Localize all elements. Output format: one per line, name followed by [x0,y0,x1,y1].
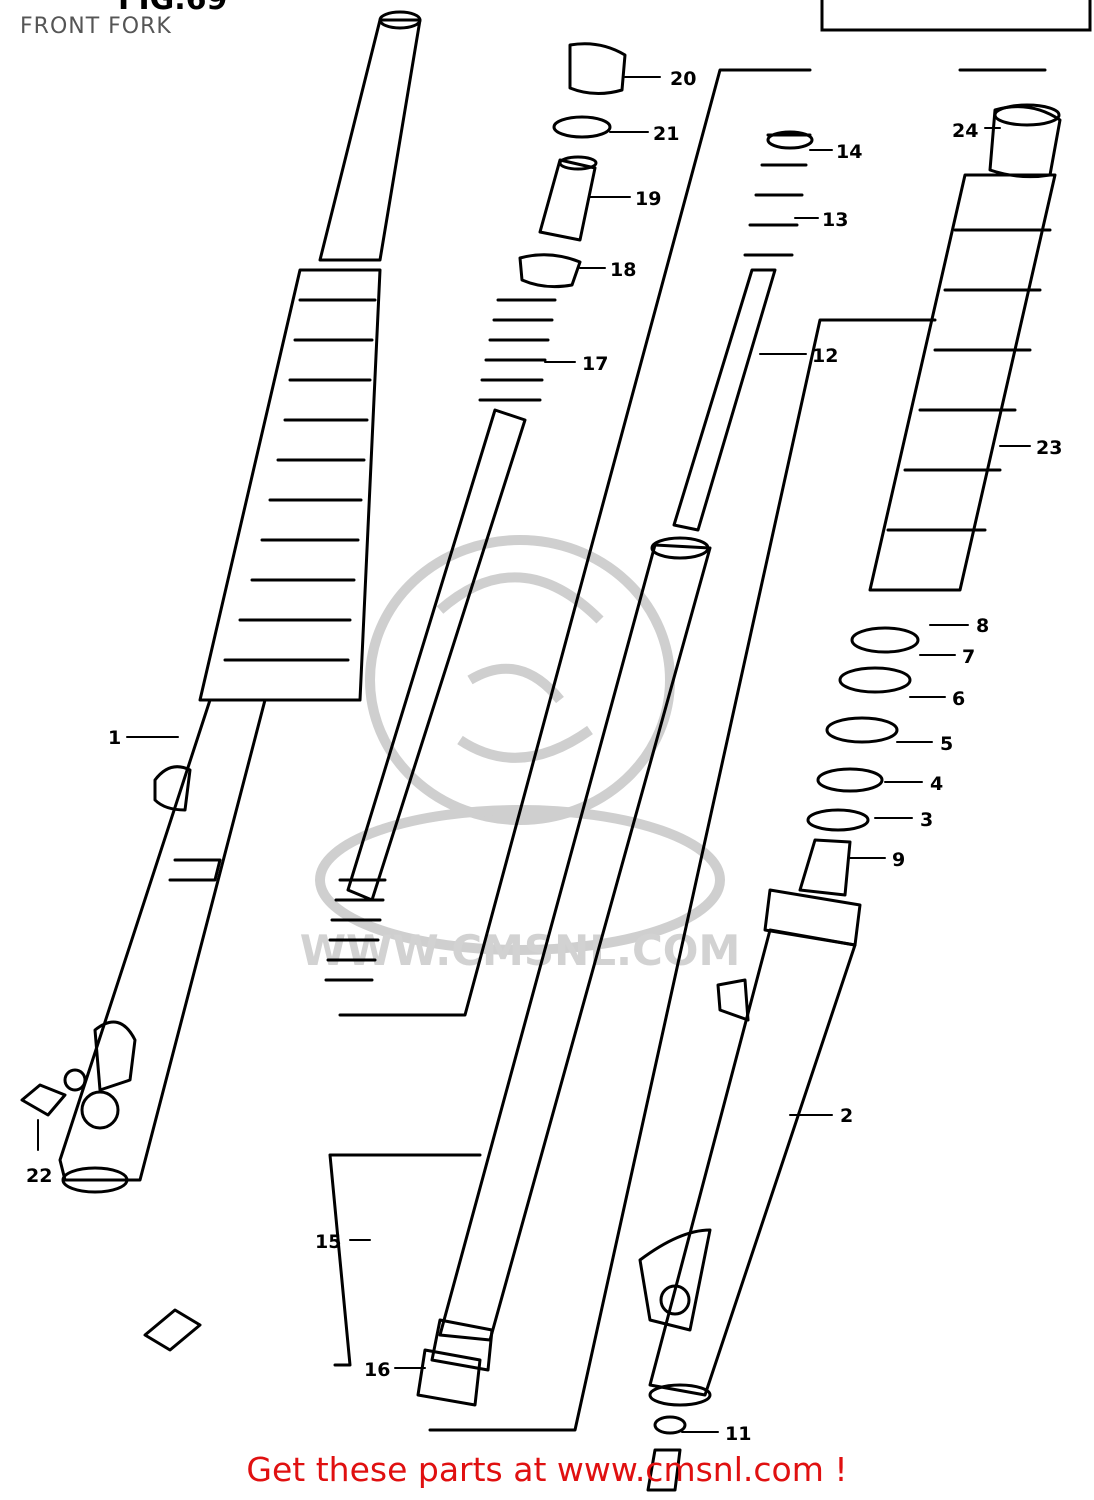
left-fork-assembly [58,10,422,1194]
page-title: FRONT FORK [20,14,172,39]
callout-6: 6 [952,688,965,710]
frame-box [820,0,1092,32]
watermark-text: WWW.CMSNL.COM [300,926,741,975]
right-fork-assembly [638,68,1062,1492]
callout-11: 11 [725,1423,751,1445]
callout-1: 1 [108,727,121,749]
callout-20: 20 [670,68,696,90]
callout-22: 22 [26,1165,52,1187]
cms-watermark [315,535,725,955]
callout-17: 17 [582,353,608,375]
callout-9: 9 [892,849,905,871]
callout-14: 14 [836,141,862,163]
bolt-22 [20,1083,67,1117]
callout-23: 23 [1036,437,1062,459]
callout-18: 18 [610,259,636,281]
damper-rod-assembly [324,42,812,1017]
figure-heading: FIG.69 [118,0,227,17]
callout-12: 12 [812,345,838,367]
callout-16: 16 [364,1359,390,1381]
callout-2: 2 [840,1105,853,1127]
callout-19: 19 [635,188,661,210]
footer-link-text[interactable]: Get these parts at www.cmsnl.com ! [246,1450,848,1489]
leader-lines [37,76,1031,1433]
direction-arrow [143,1308,202,1352]
callout-24: 24 [952,120,978,142]
callout-3: 3 [920,809,933,831]
inner-tube-assembly [328,130,937,1432]
callout-8: 8 [976,615,989,637]
callout-7: 7 [962,646,975,668]
callout-5: 5 [940,733,953,755]
callout-13: 13 [822,209,848,231]
callout-15: 15 [315,1231,341,1253]
callout-21: 21 [653,123,679,145]
callout-4: 4 [930,773,943,795]
callout-labels: 1 2 3 4 5 6 7 8 9 11 12 13 14 15 16 17 1… [26,68,1062,1445]
